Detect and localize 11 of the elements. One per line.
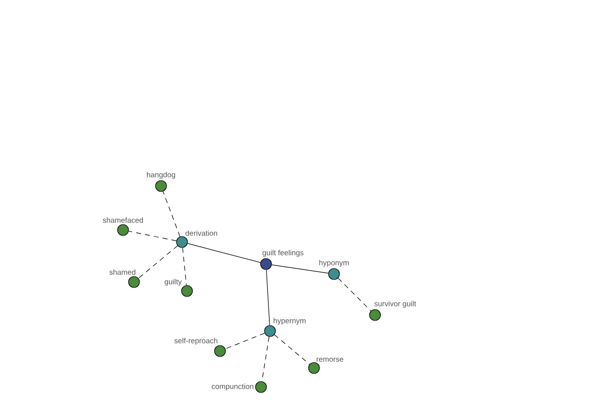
connector-line — [225, 332, 265, 350]
connector-line — [138, 245, 178, 279]
connector-line — [271, 264, 329, 274]
connector-line — [338, 278, 372, 312]
connector-line — [182, 247, 187, 286]
connector-line — [162, 191, 180, 237]
connector-line — [187, 243, 261, 263]
connector-line — [274, 334, 310, 365]
connector-line — [128, 230, 177, 242]
connector-line — [262, 336, 270, 382]
connector-line — [266, 270, 270, 326]
